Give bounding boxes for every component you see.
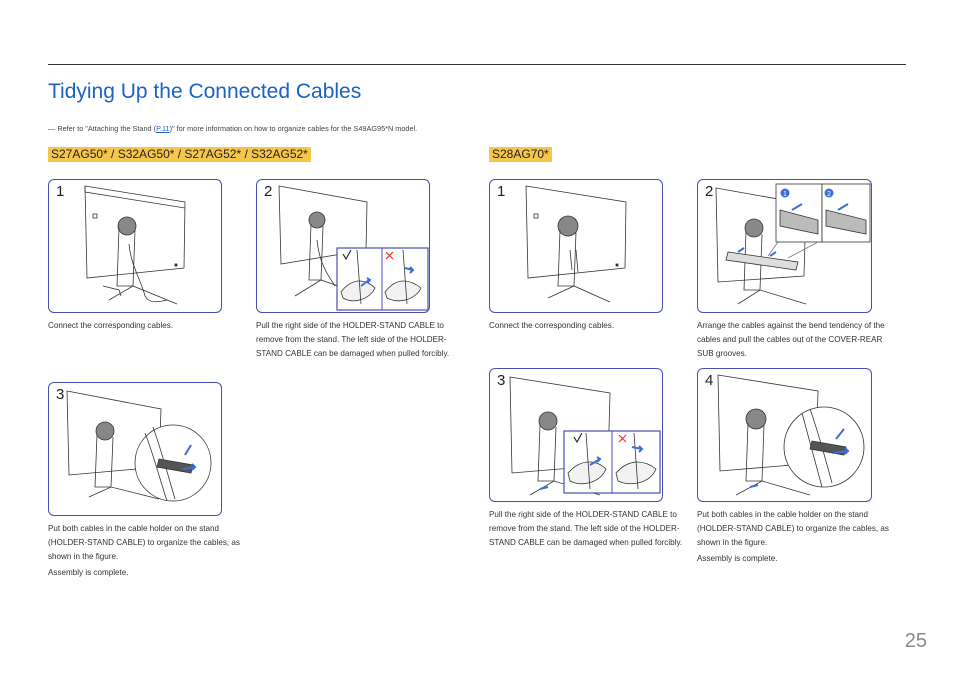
monitor-rear-illustration xyxy=(84,185,186,305)
figure-right-step-3: 3 xyxy=(489,368,663,502)
monitor-rear-illustration xyxy=(717,374,865,496)
monitor-rear-illustration xyxy=(525,185,627,303)
extra-left-step-3: Assembly is complete. xyxy=(48,568,129,577)
figure-right-step-4: 4 xyxy=(697,368,872,502)
badge-text-1: 1 xyxy=(783,191,787,198)
caption-right-step-3: Pull the right side of the HOLDER-STAND … xyxy=(489,510,683,547)
caption-right-step-4: Put both cables in the cable holder on t… xyxy=(697,510,889,547)
check-icon xyxy=(342,249,352,261)
arrow-icon xyxy=(833,447,850,455)
caption-left-step-2: Pull the right side of the HOLDER-STAND … xyxy=(256,321,450,358)
step-badge-1 xyxy=(780,188,790,198)
arrow-icon xyxy=(749,484,759,488)
monitor-rear-illustration xyxy=(278,185,429,311)
step-number: 1 xyxy=(497,183,506,200)
monitor-rear-illustration xyxy=(66,390,212,502)
monitor-rear-illustration: 1 2 xyxy=(715,183,871,305)
note-mark: ― xyxy=(48,124,56,133)
arrow-icon xyxy=(404,266,415,274)
page-title: Tidying Up the Connected Cables xyxy=(48,80,362,103)
caption-right-step-1: Connect the corresponding cables. xyxy=(489,321,615,330)
page-number: 25 xyxy=(904,630,927,652)
arrow-icon xyxy=(835,428,845,440)
arrow-icon xyxy=(589,456,602,466)
step-number: 4 xyxy=(705,372,714,389)
arrow-icon xyxy=(791,203,849,211)
figure-right-step-1: 1 xyxy=(489,179,663,313)
badge-text-2: 2 xyxy=(827,191,831,198)
section-header-right: S28AG70* xyxy=(489,147,552,162)
step-number: 3 xyxy=(56,386,65,403)
figure-left-step-2: 2 xyxy=(256,179,430,313)
arrow-icon xyxy=(360,277,372,287)
reference-note: ― Refer to "Attaching the Stand (P.11)" … xyxy=(48,124,417,133)
figure-right-step-2: 1 2 2 xyxy=(697,179,872,313)
figure-left-step-3: 3 xyxy=(48,382,222,516)
extra-right-step-4: Assembly is complete. xyxy=(697,554,778,563)
note-prefix: Refer to "Attaching the Stand ( xyxy=(57,124,157,133)
cross-icon xyxy=(385,251,394,260)
page-link[interactable]: P.11 xyxy=(156,124,170,133)
top-rule xyxy=(48,64,906,65)
section-header-left: S27AG50* / S32AG50* / S27AG52* / S32AG52… xyxy=(48,147,311,162)
step-badge-2 xyxy=(824,188,834,198)
step-number: 1 xyxy=(56,183,65,200)
caption-left-step-3: Put both cables in the cable holder on t… xyxy=(48,524,240,561)
monitor-rear-illustration xyxy=(509,376,661,496)
arrow-icon xyxy=(184,444,192,456)
caption-right-step-2: Arrange the cables against the bend tend… xyxy=(697,321,885,358)
step-number: 2 xyxy=(264,183,273,200)
arrow-icon xyxy=(539,486,549,490)
arrow-icon xyxy=(182,463,197,471)
note-suffix: )" for more information on how to organi… xyxy=(169,124,418,133)
arrow-icon xyxy=(631,445,644,453)
check-icon xyxy=(573,432,583,444)
caption-left-step-1: Connect the corresponding cables. xyxy=(48,321,174,330)
cross-icon xyxy=(618,434,627,443)
figure-left-step-1: 1 xyxy=(48,179,222,313)
step-number: 3 xyxy=(497,372,506,389)
arrow-icon xyxy=(737,247,777,257)
step-number: 2 xyxy=(705,183,714,200)
